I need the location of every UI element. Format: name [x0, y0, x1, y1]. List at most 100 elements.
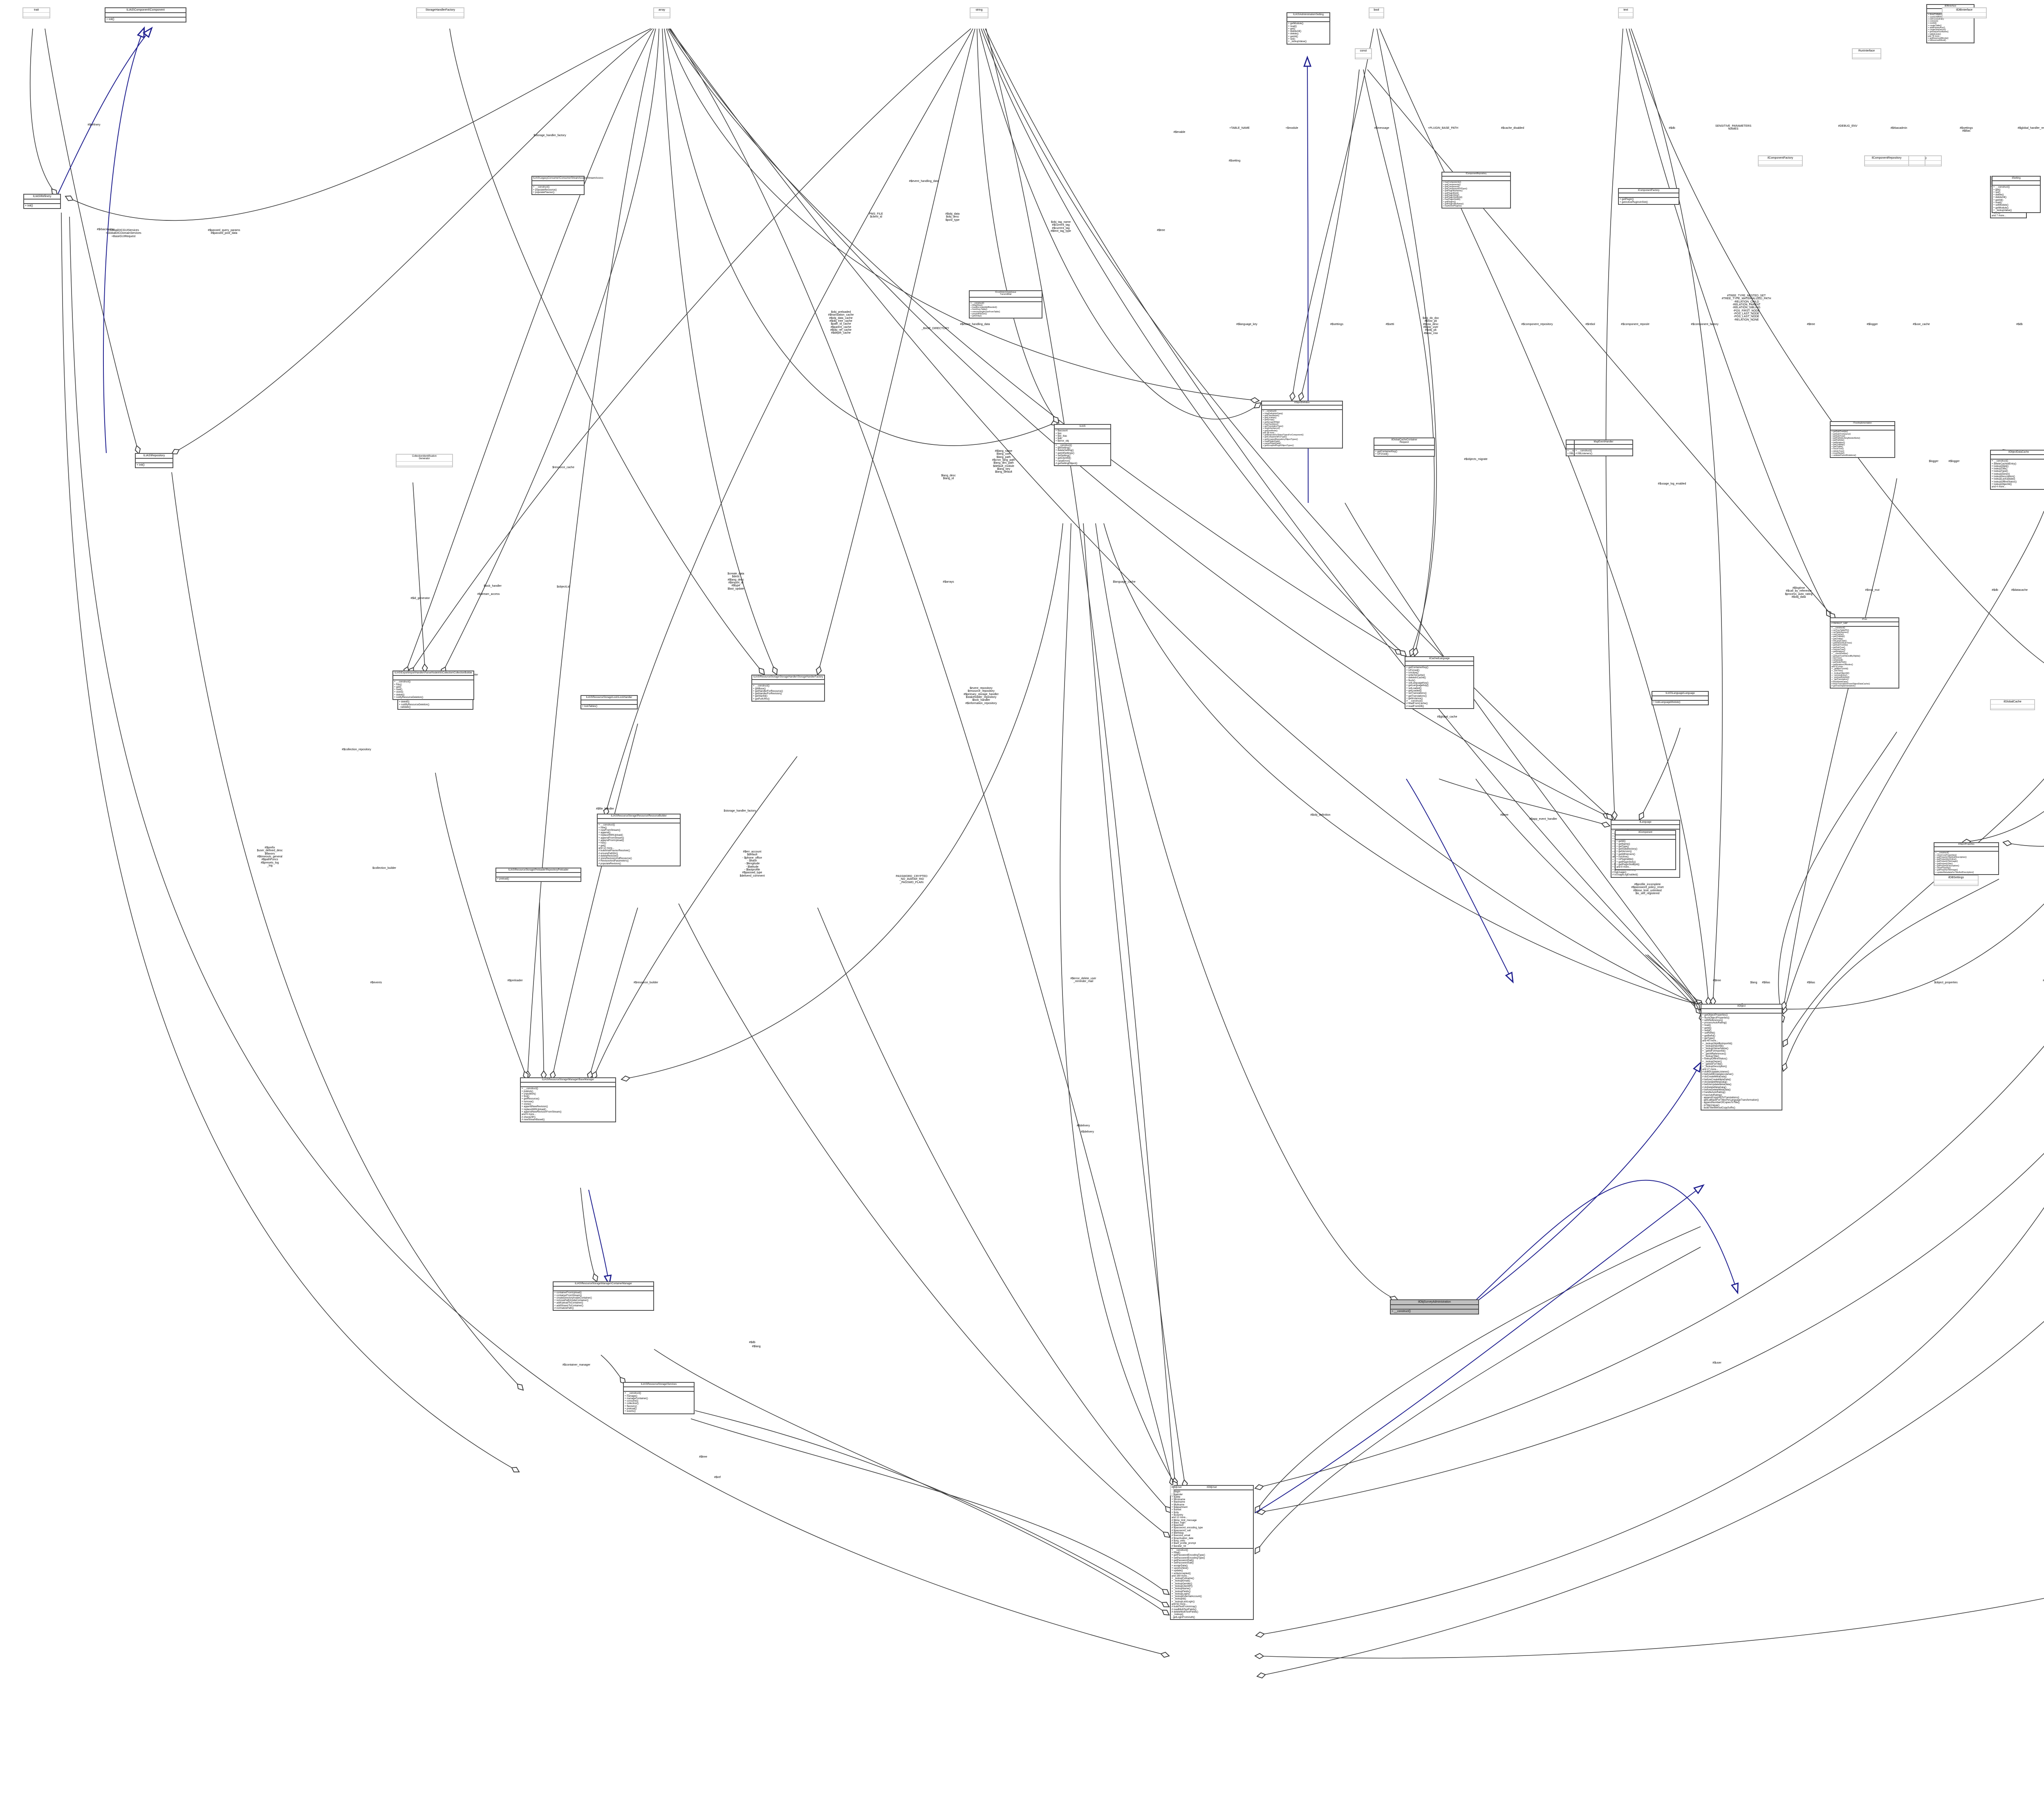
class-title: ilObjUser	[1171, 1486, 1182, 1490]
uml-class-node[interactable]: ilGlobalCache	[1990, 699, 2035, 711]
uml-class-node[interactable]: ILIAS\Refinery+ init()	[23, 194, 61, 209]
class-fields	[1356, 54, 1371, 58]
class-fields	[1831, 426, 1894, 431]
class-methods	[970, 17, 988, 18]
edge-label: $lock_handler	[484, 585, 502, 588]
uml-class-node[interactable]: MapEventHandler+ __construct() # initLis…	[1574, 440, 1633, 456]
uml-class-node[interactable]: ilObjUser+ $login + $gender + $utitle + …	[1170, 1485, 1254, 1620]
class-fields	[393, 676, 473, 681]
uml-class-node[interactable]: ILIAS\ResourceStorage\Services+ __constr…	[623, 1382, 695, 1414]
class-methods: + preload()	[497, 878, 509, 881]
uml-class-node[interactable]: ILIAS\ExportImportHandler\ParserNodeInfo…	[392, 671, 474, 700]
edge-label: #$events	[370, 981, 382, 984]
class-methods: + __construct() + setTreeTablePK() + set…	[1831, 627, 1870, 687]
uml-class-node[interactable]: ilComponent+ getId() + getName() + getTy…	[1615, 830, 1676, 870]
uml-class-node[interactable]: ICronDeterminateIssue TransmitMail+ __co…	[969, 290, 1042, 319]
class-methods: + __construct() + readDefinitionData() +…	[1263, 410, 1304, 447]
class-fields	[1865, 161, 1908, 165]
uml-class-node[interactable]: const	[1355, 48, 1372, 60]
edge-label: #$use_cache	[1913, 323, 1930, 326]
class-title: ILIAS\ResourceStorage\StorageHandler\Sto…	[752, 675, 824, 680]
edge-label: #$id_generator	[410, 597, 430, 600]
uml-class-node[interactable]: IComponentFactory+ getPlugin() + getActi…	[1618, 188, 1679, 205]
class-fields	[1652, 696, 1708, 701]
class-fields	[1287, 18, 1329, 22]
edge-label: #$event_handling_data	[960, 323, 990, 326]
uml-class-node[interactable]: ilObjectDataCache+ __construct() + delet…	[1990, 450, 2044, 490]
class-methods: + __construct() + has() + get() + new() …	[394, 681, 424, 699]
uml-class-node[interactable]: ilObjSurveyAdministration+ __construct()	[1390, 1299, 1479, 1314]
class-title: ilSetting	[1992, 177, 2040, 182]
uml-class-node[interactable]: ILIAS\ResourceStorage\Lock\LockHandler+ …	[580, 695, 638, 709]
edge-label: #$lang	[752, 1345, 761, 1348]
uml-class-node[interactable]: ilCachedLanguage+ getContainerKey() + is…	[1405, 656, 1474, 709]
class-title: CollectionIdentification Generator	[397, 455, 452, 462]
uml-class-node[interactable]: string	[970, 7, 988, 19]
class-fields	[1405, 662, 1473, 666]
uml-class-node[interactable]: ILIAS\LegacyConsumer\ConsumerStreamAcces…	[531, 176, 603, 195]
class-fields	[1442, 177, 1510, 182]
edge-label: #$rbacreview	[97, 228, 114, 231]
uml-class-node[interactable]: ilGlobalCacheContainer Request+ getConta…	[1374, 437, 1435, 457]
uml-class-node[interactable]: ILIAS\ResourceStorage\Manager\ContainerM…	[553, 1281, 654, 1311]
edge-label: $lang_desc $lang_id	[941, 474, 956, 480]
class-fields	[397, 462, 452, 466]
uml-class-node[interactable]: ILIAS\ResourceStorage\Preloader\Reposito…	[495, 868, 581, 882]
uml-class-node[interactable]: ilObjectProperties+ __construct() + stor…	[1934, 842, 1999, 875]
edge-label: $obj_tag_name #$current_tag #$current_ta…	[1051, 221, 1071, 233]
uml-class-node[interactable]: StorageHandlerFactory	[416, 7, 464, 19]
edge-label: #$err_account $default - $phone_office -…	[740, 850, 765, 877]
edge-label: #$component_repositr	[1621, 323, 1650, 326]
uml-class-node[interactable]: ILIAS+ $account + $ini + $ini_ilias + $d…	[1054, 424, 1111, 467]
uml-class-node[interactable]: ILIAS\ResourceStorage\Resource\ResourceB…	[597, 814, 681, 867]
class-title: ilObjUser	[1171, 1486, 1253, 1491]
uml-class-node[interactable]: ITreeImplementation+ getSubTreeIds() + g…	[1830, 421, 1895, 458]
class-fields	[970, 13, 988, 17]
uml-class-node[interactable]: ilDBSettings	[1934, 875, 1979, 886]
uml-class-node[interactable]: array	[653, 7, 670, 19]
edge-label: #$delivery	[1081, 1131, 1094, 1133]
class-fields	[1943, 13, 1986, 17]
uml-class-node[interactable]: ILIAS\ResourceStorage\Manager\BaseManage…	[520, 1077, 616, 1123]
uml-class-node[interactable]: ILIAS\Language\Language+ lookLanguageMod…	[1652, 691, 1709, 705]
edge-label: $storage_handler_factory	[724, 810, 756, 812]
uml-class-node[interactable]: bool	[1369, 7, 1384, 19]
class-title: IComponentFactory	[1619, 189, 1679, 194]
uml-class-node[interactable]: IComponentRepository+ hasComponents() + …	[1441, 172, 1511, 209]
class-title: ilObjectProperties	[1934, 843, 1998, 848]
edge-label: #$tree	[1500, 814, 1508, 817]
uml-class-node[interactable]: ilObjUser	[1170, 1485, 1182, 1496]
uml-class-node[interactable]: CollectionIdentification Generator	[396, 454, 453, 467]
class-methods: + containerFromUpload() + containerFromS…	[554, 1292, 592, 1310]
uml-class-node[interactable]: ilSetting+ __construct() + get() + set()…	[1992, 176, 2041, 213]
uml-class-node[interactable]: ILIAS\Repository+ init()	[135, 453, 173, 468]
edge-label: #$delivery	[1077, 1124, 1090, 1127]
class-title: ILIAS\LegacyConsumer\ConsumerStreamAcces…	[532, 177, 603, 182]
edge-label: #$objects_migrate	[1464, 458, 1488, 461]
class-fields	[1934, 847, 1998, 852]
edge-label: $lang	[1750, 981, 1757, 984]
uml-class-node[interactable]: ilComponentFactory	[1758, 155, 1803, 167]
uml-class-node[interactable]: ILIAS\ResourceStorage\StorageHandler\Sto…	[751, 675, 825, 702]
uml-class-node[interactable]: ilTree# DEFAULT_GAP+ __construct() + set…	[1830, 617, 1899, 689]
uml-class-node[interactable]: ilDBInterface	[1942, 7, 1987, 19]
class-fields	[654, 13, 670, 17]
class-fields	[1991, 704, 2034, 709]
class-title: trait	[23, 8, 49, 13]
edge-label: #$setting	[1228, 159, 1241, 162]
class-methods: + init()	[106, 18, 114, 21]
class-title: RunInterface	[1853, 49, 1880, 54]
uml-class-node[interactable]: ILIAS\Administration\Setting+ getModule(…	[1286, 12, 1330, 45]
class-methods: + init()	[137, 464, 145, 467]
uml-class-node[interactable]: trait	[22, 7, 50, 19]
edge-label: #$logger	[1948, 460, 1960, 463]
edge-label: #$rm_services	[2043, 979, 2044, 982]
uml-class-node[interactable]: ilObjectDefinition+ __construct() + read…	[1261, 401, 1343, 449]
class-fields	[624, 1387, 694, 1392]
uml-class-node[interactable]: ilObject+ getObjectProperties() + flushO…	[1701, 1004, 1782, 1111]
uml-class-node[interactable]: text	[1618, 7, 1634, 19]
uml-class-node[interactable]: ilComponentRepository	[1864, 155, 1909, 167]
class-title: ICronDeterminateIssue TransmitMail	[970, 291, 1042, 298]
uml-class-node[interactable]: RunInterface	[1852, 48, 1881, 60]
uml-class-node[interactable]: ILIAS\Component\Component+ init()	[105, 7, 186, 22]
